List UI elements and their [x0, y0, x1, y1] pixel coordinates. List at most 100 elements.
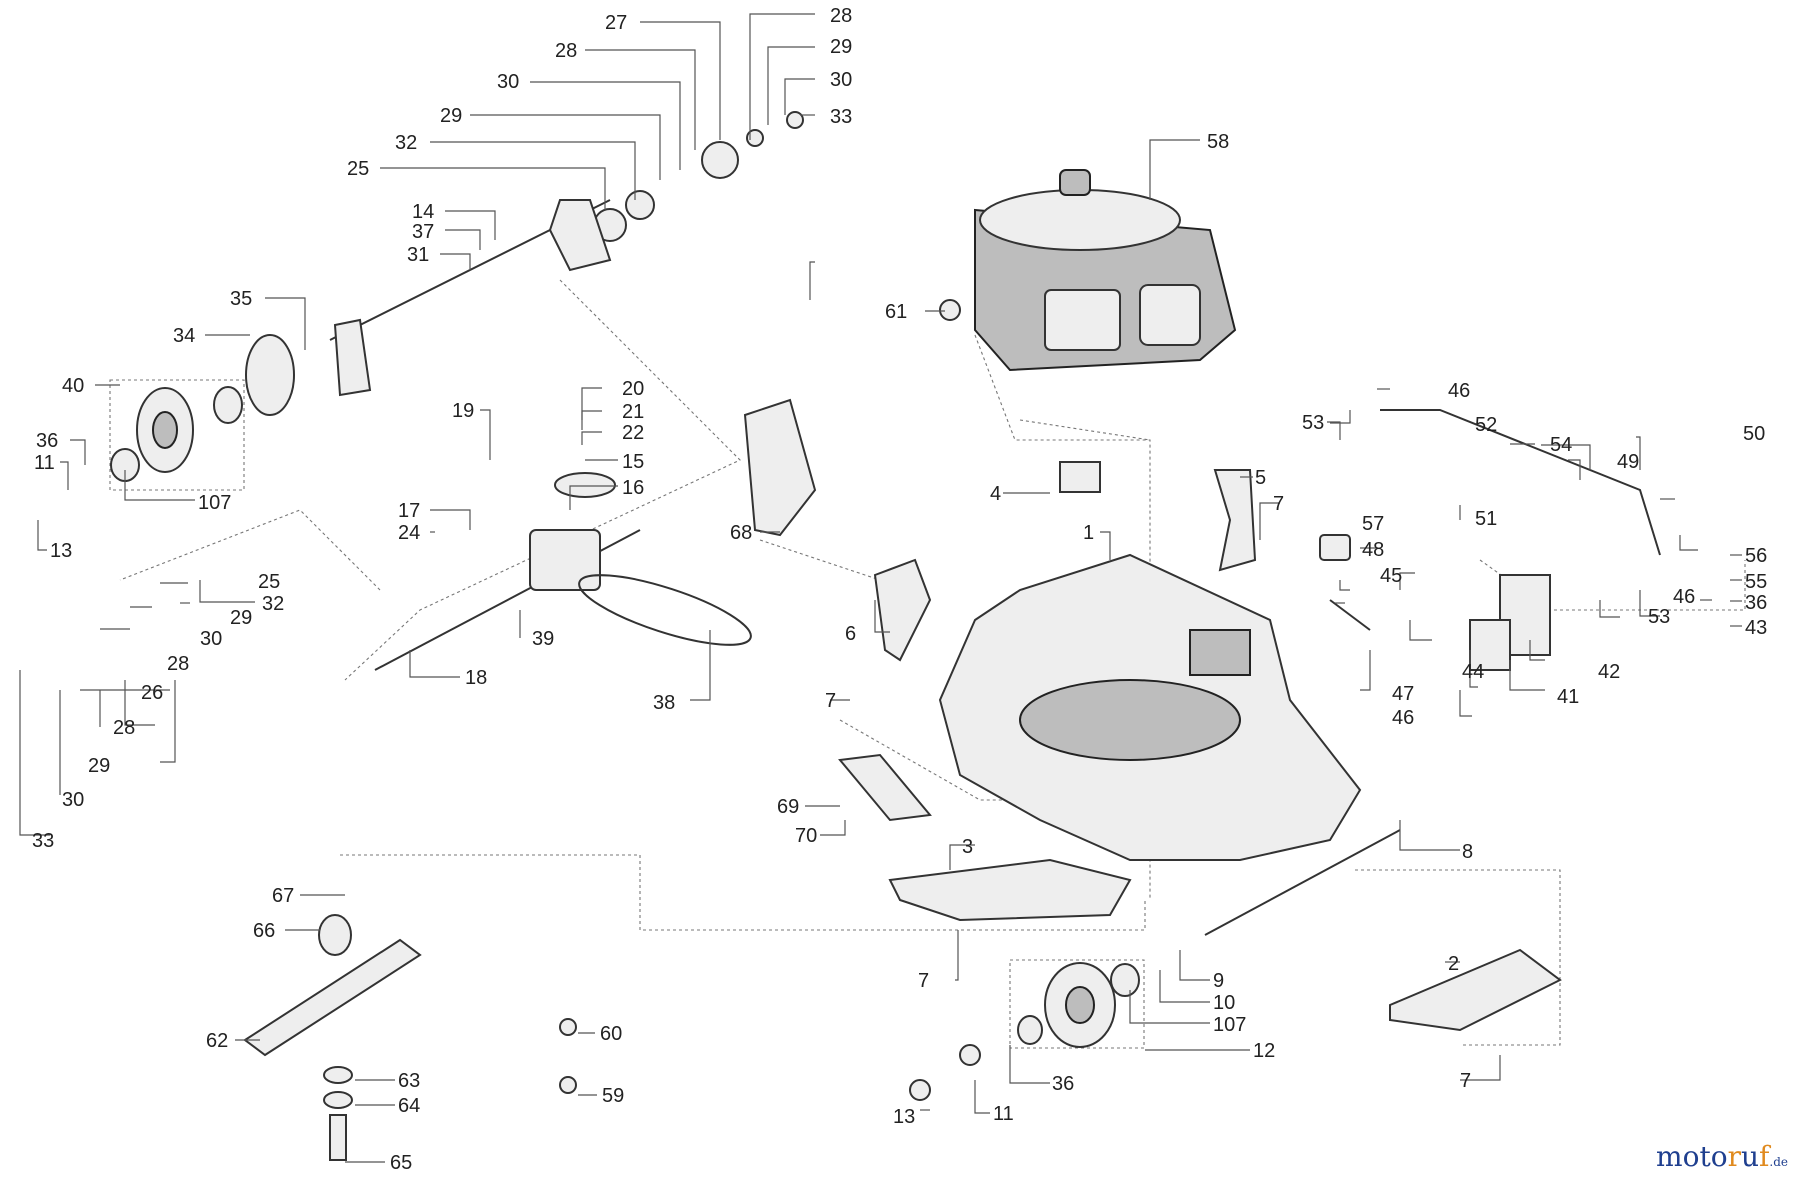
- label-107-b: 107: [1213, 1014, 1246, 1036]
- label-25-top: 25: [347, 158, 369, 180]
- label-58: 58: [1207, 131, 1229, 153]
- label-60: 60: [600, 1023, 622, 1045]
- label-69: 69: [777, 796, 799, 818]
- label-32-b: 32: [262, 593, 284, 615]
- label-17: 17: [398, 500, 420, 522]
- label-26: 26: [141, 682, 163, 704]
- label-48: 48: [1362, 539, 1384, 561]
- label-32-top: 32: [395, 132, 417, 154]
- label-8: 8: [1462, 841, 1473, 863]
- label-18: 18: [465, 667, 487, 689]
- label-28-d: 28: [113, 717, 135, 739]
- label-28-top: 28: [830, 5, 852, 27]
- label-59: 59: [602, 1085, 624, 1107]
- label-40: 40: [62, 375, 84, 397]
- label-42: 42: [1598, 661, 1620, 683]
- label-66: 66: [253, 920, 275, 942]
- label-63: 63: [398, 1070, 420, 1092]
- brand-logo: motoruf.de: [1656, 1140, 1788, 1173]
- label-65: 65: [390, 1152, 412, 1174]
- blade-shape: [243, 938, 422, 1057]
- label-30-d: 30: [62, 789, 84, 811]
- label-6: 6: [845, 623, 856, 645]
- label-36-b: 36: [1745, 592, 1767, 614]
- label-36-c: 36: [1052, 1073, 1074, 1095]
- label-37: 37: [412, 221, 434, 243]
- label-2: 2: [1448, 953, 1459, 975]
- parts: [110, 111, 1661, 1161]
- label-44: 44: [1462, 661, 1484, 683]
- label-5: 5: [1255, 467, 1266, 489]
- label-33-b: 33: [32, 830, 54, 852]
- label-47: 47: [1392, 683, 1414, 705]
- label-30-b: 30: [497, 71, 519, 93]
- label-41: 41: [1557, 686, 1579, 708]
- label-39: 39: [532, 628, 554, 650]
- label-30-top: 30: [830, 69, 852, 91]
- label-13-b: 13: [893, 1106, 915, 1128]
- label-51: 51: [1475, 508, 1497, 530]
- label-4: 4: [990, 483, 1001, 505]
- assembly-guides: [109, 279, 1746, 1049]
- label-46-a: 46: [1448, 380, 1470, 402]
- label-53-b: 53: [1648, 606, 1670, 628]
- label-54: 54: [1550, 434, 1572, 456]
- label-34: 34: [173, 325, 195, 347]
- label-68: 68: [730, 522, 752, 544]
- label-28-b: 28: [555, 40, 577, 62]
- label-1: 1: [1083, 522, 1094, 544]
- label-25-b: 25: [258, 571, 280, 593]
- label-7-b: 7: [825, 690, 836, 712]
- label-46-b: 46: [1673, 586, 1695, 608]
- label-7-d: 7: [1460, 1070, 1471, 1092]
- label-35: 35: [230, 288, 252, 310]
- label-61: 61: [885, 301, 907, 323]
- label-38: 38: [653, 692, 675, 714]
- label-16: 16: [622, 477, 644, 499]
- label-12: 12: [1253, 1040, 1275, 1062]
- label-20: 20: [622, 378, 644, 400]
- label-70: 70: [795, 825, 817, 847]
- label-24: 24: [398, 522, 420, 544]
- label-10: 10: [1213, 992, 1235, 1014]
- leader-lines: [19, 13, 1742, 1163]
- part-labels: 27 28 28 29 30 30 29 33 32 58 25 14 37 3…: [32, 5, 1767, 1174]
- label-27: 27: [605, 12, 627, 34]
- label-29-c: 29: [230, 607, 252, 629]
- label-50: 50: [1743, 423, 1765, 445]
- label-11-b: 11: [993, 1103, 1014, 1125]
- label-22: 22: [622, 422, 644, 444]
- label-49: 49: [1617, 451, 1639, 473]
- label-36-a: 36: [36, 430, 58, 452]
- label-11-a: 11: [34, 452, 55, 474]
- label-64: 64: [398, 1095, 420, 1117]
- label-29-top: 29: [830, 36, 852, 58]
- label-19: 19: [452, 400, 474, 422]
- label-3: 3: [962, 836, 973, 858]
- label-53-a: 53: [1302, 412, 1324, 434]
- label-29-d: 29: [88, 755, 110, 777]
- label-56: 56: [1745, 545, 1767, 567]
- label-31: 31: [407, 244, 429, 266]
- label-14: 14: [412, 201, 434, 223]
- brand-logo-text: motoruf: [1656, 1140, 1770, 1173]
- label-7-a: 7: [1273, 493, 1284, 515]
- gearbox-shape: [529, 529, 601, 591]
- label-28-c: 28: [167, 653, 189, 675]
- label-33-top: 33: [830, 106, 852, 128]
- label-46-c: 46: [1392, 707, 1414, 729]
- label-43: 43: [1745, 617, 1767, 639]
- label-30-c: 30: [200, 628, 222, 650]
- label-7-c: 7: [918, 970, 929, 992]
- label-57: 57: [1362, 513, 1384, 535]
- label-29-b: 29: [440, 105, 462, 127]
- label-107-a: 107: [198, 492, 231, 514]
- label-62: 62: [206, 1030, 228, 1052]
- label-15: 15: [622, 451, 644, 473]
- label-13-a: 13: [50, 540, 72, 562]
- label-45: 45: [1380, 565, 1402, 587]
- label-55: 55: [1745, 571, 1767, 593]
- brand-logo-tld: .de: [1769, 1155, 1788, 1169]
- label-52: 52: [1475, 414, 1497, 436]
